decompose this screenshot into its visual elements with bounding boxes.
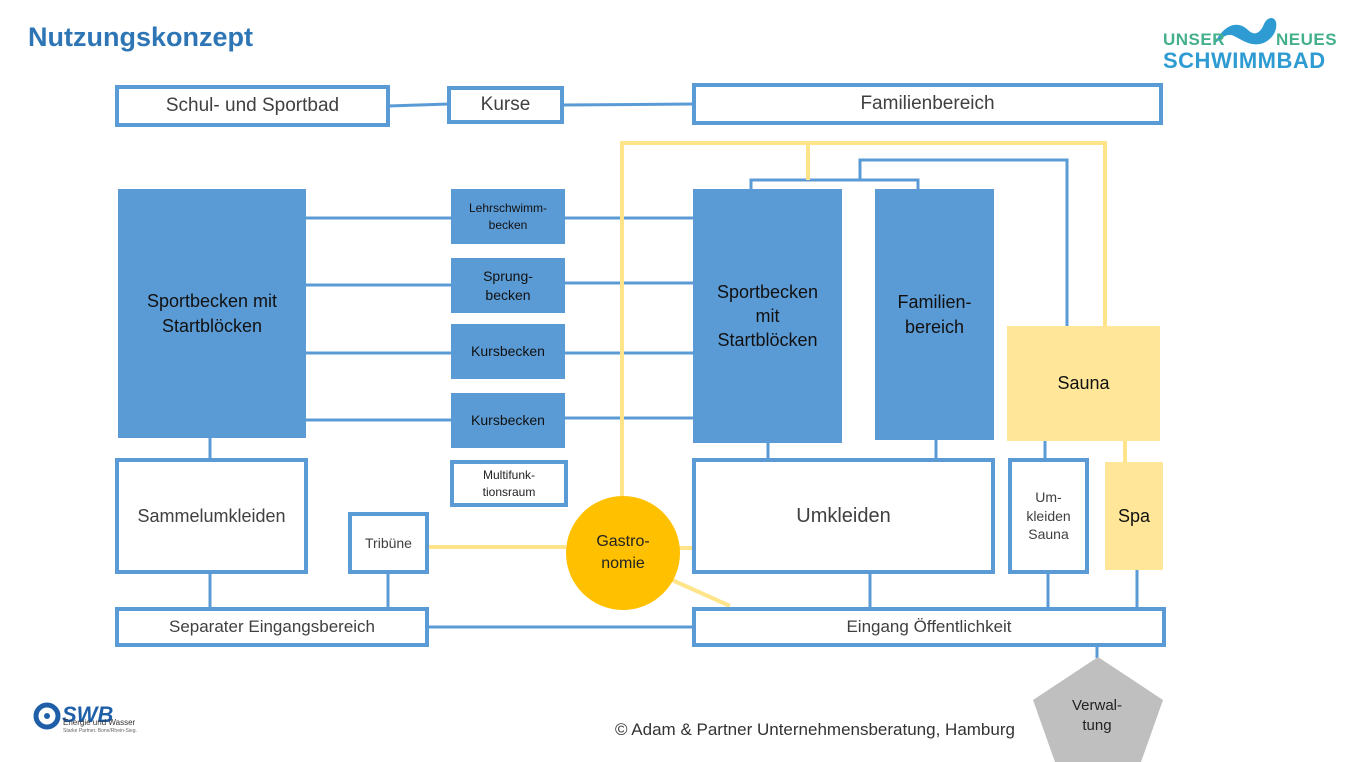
node-familienbereich-top: Familienbereich [692, 83, 1163, 125]
node-sauna: Sauna [1007, 326, 1160, 441]
logo-text-neues: NEUES [1276, 30, 1338, 49]
node-separater-eingang: Separater Eingangsbereich [115, 607, 429, 647]
node-familienbereich-right: Familien- bereich [875, 189, 994, 440]
node-kursbecken-2: Kursbecken [451, 393, 565, 448]
swb-logo-tagline: Starke Partner. Bonn/Rhein-Sieg. [63, 728, 137, 734]
node-kursbecken-1: Kursbecken [451, 324, 565, 379]
node-sprungbecken: Sprung- becken [451, 258, 565, 313]
page-title: Nutzungskonzept [28, 22, 253, 52]
node-sportbecken-right: Sportbecken mit Startblöcken [693, 189, 842, 443]
node-verwaltung: Verwal- tung [1071, 697, 1123, 735]
swb-logo-subtitle: Energie und Wasser [63, 718, 136, 727]
node-schul-sportbad: Schul- und Sportbad [115, 85, 390, 127]
copyright-text: © Adam & Partner Unternehmensberatung, H… [615, 720, 1015, 739]
logo-text-unser: UNSER [1163, 30, 1226, 49]
node-sammelumkleiden: Sammelumkleiden [115, 458, 308, 574]
node-verwaltung-shape [1033, 657, 1163, 762]
node-sportbecken-left: Sportbecken mit Startblöcken [118, 189, 306, 438]
logo-text-schwimmbad: SCHWIMMBAD [1163, 48, 1326, 73]
node-umkleiden: Umkleiden [692, 458, 995, 574]
node-kurse: Kurse [447, 86, 564, 124]
node-spa: Spa [1105, 462, 1163, 570]
node-lehrschwimmbecken: Lehrschwimm- becken [451, 189, 565, 244]
swb-logo-icon [33, 702, 61, 730]
node-gastronomie: Gastro- nomie [566, 496, 680, 610]
node-umkleiden-sauna: Um- kleiden Sauna [1008, 458, 1089, 574]
wave-logo-icon [1214, 18, 1277, 45]
node-multifunktionsraum: Multifunk- tionsraum [450, 460, 568, 507]
node-eingang-oeffentlichkeit: Eingang Öffentlichkeit [692, 607, 1166, 647]
node-tribuene: Tribüne [348, 512, 429, 574]
swb-logo-text: SWB [62, 702, 114, 727]
